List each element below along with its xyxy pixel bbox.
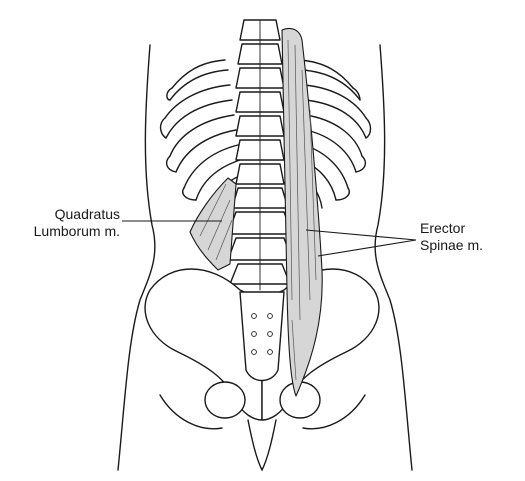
quadratus-lumborum-muscle xyxy=(190,178,236,270)
pelvis xyxy=(145,269,379,470)
erector-spinae-label: Erector Spinae m. xyxy=(420,220,510,254)
quadratus-lumborum-label: Quadratus Lumborum m. xyxy=(20,206,120,240)
quadratus-label-line1: Quadratus xyxy=(20,206,120,223)
quadratus-label-line2: Lumborum m. xyxy=(20,223,120,240)
erector-leader-line-lower xyxy=(318,240,416,256)
erector-leader-line-upper xyxy=(306,230,416,240)
erector-label-line1: Erector xyxy=(420,220,510,237)
erector-label-line2: Spinae m. xyxy=(420,237,510,254)
